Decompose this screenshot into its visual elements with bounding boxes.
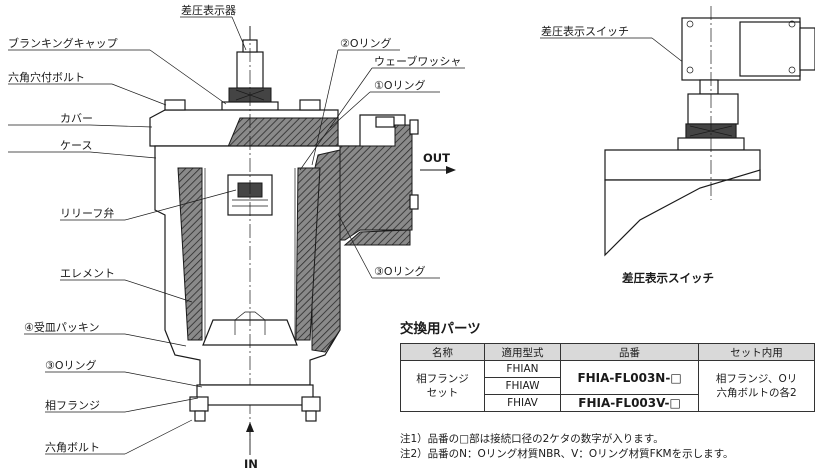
label-o-ring-3-right: ③Oリング	[374, 264, 426, 278]
element-left	[177, 167, 203, 341]
cell-model: FHIAV	[483, 394, 562, 412]
labels: 差圧表示器 ブランキングキャップ 六角穴付ボルト カバー ケース リリーフ弁 エ…	[8, 3, 714, 470]
parts-table: 名称 適用型式 品番 セット内用 相フランジ セット FHIAN FHIA-FL…	[400, 343, 815, 412]
header-name: 名称	[400, 343, 485, 361]
label-blanking-cap: ブランキングキャップ	[8, 36, 118, 50]
label-wave-washer: ウェーブワッシャ	[374, 54, 461, 68]
parts-title: 交換用パーツ	[400, 321, 481, 337]
label-out: OUT	[423, 151, 450, 165]
table-row: FHIAV FHIA-FL003V-□	[401, 394, 815, 412]
label-o-ring-2: ②Oリング	[340, 36, 392, 50]
cell-model: FHIAN	[483, 360, 562, 378]
table-header-row: 名称 適用型式 品番 セット内用	[400, 343, 815, 361]
switch-detail	[604, 6, 815, 257]
label-in: IN	[244, 457, 258, 470]
label-sap-indicator: 差圧表示器	[181, 3, 236, 17]
cell-model: FHIAW	[483, 377, 562, 395]
element-right	[295, 167, 321, 341]
cell-part-number: FHIA-FL003N-□	[559, 360, 700, 395]
header-model: 適用型式	[483, 343, 562, 361]
label-o-ring-3-lower: ③Oリング	[45, 358, 97, 372]
cell-set-contents: 相フランジ、Oリ 六角ボルトの各2	[698, 360, 815, 412]
label-o-ring-1: ①Oリング	[374, 78, 426, 92]
switch-caption: 差圧表示スイッチ	[622, 271, 714, 285]
header-part-number: 品番	[559, 343, 700, 361]
table-row: 相フランジ セット FHIAN FHIA-FL003N-□ 相フランジ、Oリ 六…	[400, 360, 815, 412]
label-cover: カバー	[60, 112, 93, 125]
cell-name: 相フランジ セット	[400, 360, 485, 412]
note-2: 注2）品番のN：Oリング材質NBR、V：Oリング材質FKMを示します。	[400, 448, 734, 460]
label-hex-bolt: 六角ボルト	[45, 441, 100, 454]
filter-assembly	[149, 26, 456, 455]
label-relief-valve: リリーフ弁	[60, 206, 114, 220]
label-mating-flange: 相フランジ	[45, 399, 100, 412]
label-hex-socket-bolt: 六角穴付ボルト	[8, 70, 85, 84]
set-contents-text: 相フランジ、Oリ 六角ボルトの各2	[715, 373, 798, 399]
label-case: ケース	[60, 139, 92, 152]
table-row: FHIAW	[401, 377, 815, 395]
name-text: 相フランジ セット	[416, 373, 469, 399]
socket-bolt-head	[164, 99, 186, 111]
label-switch: 差圧表示スイッチ	[541, 24, 629, 38]
cell-part-number: FHIA-FL003V-□	[559, 394, 700, 412]
leader-lines	[8, 16, 694, 455]
mating-flange	[196, 384, 314, 406]
label-seat-packing: ④受皿パッキン	[24, 321, 100, 334]
note-1: 注1）品番の□部は接続口径の2ケタの数字が入ります。	[400, 433, 664, 445]
label-element: エレメント	[60, 267, 115, 280]
header-set-contents: セット内用	[698, 343, 815, 361]
